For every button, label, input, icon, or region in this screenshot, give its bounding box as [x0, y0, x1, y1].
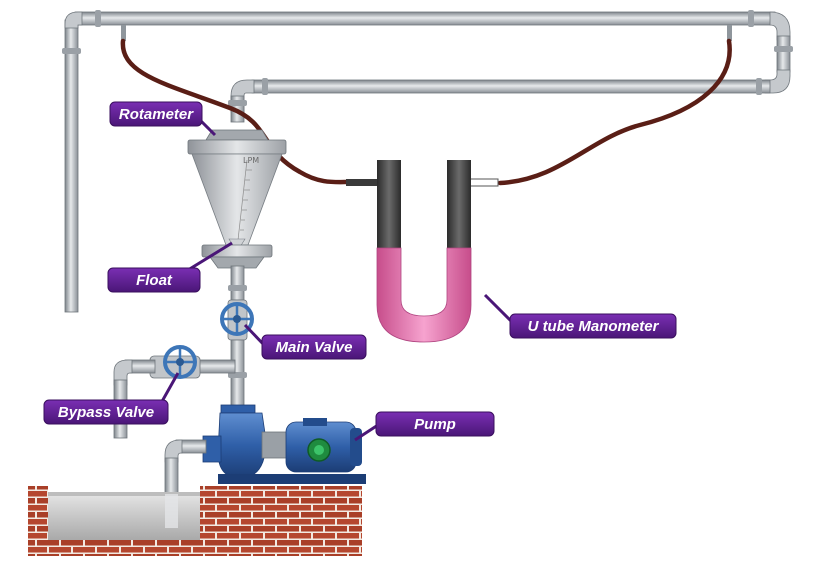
- rotameter-outlet-collar: [228, 285, 247, 291]
- label-pump: Pump: [375, 411, 495, 437]
- pump-terminal-box: [303, 418, 327, 426]
- label-bypass-valve-text: Bypass Valve: [58, 404, 154, 421]
- rotameter-cone: [191, 153, 283, 246]
- rotameter-bottom-cap: [209, 256, 265, 269]
- rotameter: LPM: [187, 129, 287, 301]
- label-rotameter-text: Rotameter: [119, 106, 194, 123]
- label-pump-text: Pump: [414, 416, 456, 433]
- right-vertical-pipe: [776, 35, 791, 73]
- main-line-collar: [228, 372, 247, 378]
- tank-water-surface: [48, 492, 200, 496]
- left-tubing: [120, 38, 353, 185]
- top-right-collar: [748, 10, 754, 27]
- rotameter-scale-axis: [237, 159, 248, 241]
- tank-right-wall: [200, 486, 362, 546]
- pressure-tap-right: [727, 25, 732, 41]
- label-float-text: Float: [136, 272, 173, 289]
- manometer-right-port: [467, 178, 499, 187]
- rotameter-top-cap: [205, 129, 269, 141]
- manometer-right-dark-leg: [447, 160, 471, 250]
- label-main-valve-text: Main Valve: [276, 339, 353, 356]
- top-left-elbow: [64, 11, 83, 29]
- pump-volute: [217, 412, 267, 479]
- label-float: Float: [107, 267, 201, 293]
- top-horizontal-pipe: [74, 11, 776, 26]
- label-u-tube-manometer-text: U tube Manometer: [528, 318, 660, 335]
- right-tubing: [497, 38, 732, 186]
- tank-left-wall: [28, 486, 48, 556]
- second-pipe-collar-right: [756, 78, 762, 95]
- pump-motor-endcap: [350, 428, 362, 466]
- right-pipe-collar: [774, 46, 793, 52]
- label-bypass-valve: Bypass Valve: [43, 399, 169, 425]
- rotameter-outlet-pipe: [230, 265, 245, 301]
- second-horizontal-pipe: [251, 79, 771, 94]
- rotameter-top-flange: [187, 139, 287, 155]
- main-line: [194, 299, 254, 411]
- rotameter-scale-ticks: [240, 169, 252, 231]
- pump-coupling: [261, 431, 289, 459]
- overhead-piping: [62, 10, 793, 313]
- manometer-left-dark-leg: [377, 160, 401, 250]
- pressure-tap-left: [121, 25, 126, 41]
- manometer-left-port: [346, 179, 378, 186]
- label-rotameter: Rotameter: [109, 101, 203, 127]
- label-main-valve: Main Valve: [261, 334, 367, 360]
- suction-pipe-submerged: [165, 494, 178, 528]
- sump-tank: [28, 486, 362, 556]
- left-vertical-pipe: [64, 19, 79, 313]
- manometer-tubing: [120, 38, 732, 186]
- left-pipe-collar: [62, 48, 81, 54]
- pump-outlet-flange: [220, 404, 256, 414]
- pump-base: [218, 474, 366, 484]
- rotameter-scale-label: LPM: [243, 156, 259, 165]
- manometer-fluid: [376, 247, 472, 343]
- rotameter-inlet-collar: [228, 100, 247, 106]
- top-left-collar: [95, 10, 101, 27]
- second-pipe-collar-left: [262, 78, 268, 95]
- label-u-tube-manometer: U tube Manometer: [509, 313, 677, 339]
- u-tube-manometer: [346, 160, 499, 343]
- bypass-tee: [194, 359, 236, 374]
